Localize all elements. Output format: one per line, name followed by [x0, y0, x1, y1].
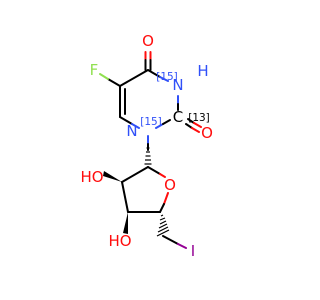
atom-label-c2: C [173, 108, 183, 126]
hashed-bond-c1prime-n1 [144, 147, 152, 165]
atom-label-ring-oxygen: O [164, 176, 176, 194]
wedge-bond-c3prime-oh [123, 212, 128, 234]
bond-layer [99, 51, 202, 151]
bond-c5-f-colored [99, 73, 109, 80]
bond-c6-n1-black [119, 116, 133, 125]
isotope-label-n3: [15] [156, 71, 178, 83]
atom-label-n1: N [126, 122, 137, 140]
hashed-bond-c4prime-ch2 [156, 214, 170, 237]
atom-label-n3: N [172, 76, 183, 94]
bond-n1-c2-colored [155, 123, 164, 129]
atom-label-iodine: I [191, 242, 195, 260]
bond-c1prime-c2prime [121, 166, 149, 183]
bond-c1prime-oring-black [147, 166, 161, 175]
bond-oring-c4prime-colored [163, 192, 169, 205]
bond-ch2-i-black [162, 235, 179, 245]
bond-oring-c4prime-black [159, 203, 165, 213]
atom-label-o2: O [201, 124, 213, 142]
bond-c4-n3-colored [159, 76, 169, 82]
bond-ch2-i-colored [177, 243, 187, 249]
bond-c4-n3-black [147, 69, 161, 78]
atom-label-hydroxyl-2prime: HO [80, 168, 103, 186]
bond-c1prime-oring-colored [159, 173, 166, 178]
atom-label-fluorine: F [90, 61, 99, 79]
molecule-svg: O F [15] N H C [13] O [15] N O HO HO I [80, 32, 212, 260]
bond-n1-c2-black [162, 119, 171, 125]
isotope-label-c2: [13] [188, 112, 210, 124]
stereo-bonds [103, 147, 187, 249]
bond-c2-o2-colored1 [191, 127, 200, 133]
bond-c4-c5 [119, 69, 149, 87]
wedge-bond-c2prime-oh [103, 171, 122, 182]
atom-label-hydroxyl-3prime: HO [108, 232, 131, 250]
isotope-label-n1: [15] [140, 116, 162, 128]
bond-c6-n1-colored [131, 123, 140, 129]
bond-c3prime-c2prime [121, 181, 129, 213]
atom-label-layer: O F [15] N H C [13] O [15] N O HO HO I [80, 32, 212, 260]
molecule-structure-diagram: O F [15] N H C [13] O [15] N O HO HO I [80, 32, 212, 260]
bond-c2-o2-black1 [185, 123, 193, 129]
bond-c2-o2-black2 [187, 118, 195, 124]
atom-label-n3-hydrogen: H [197, 62, 208, 80]
bond-c5-f-black [107, 78, 121, 87]
bond-c2-o2-colored2 [193, 122, 202, 128]
atom-label-o4: O [142, 32, 154, 50]
